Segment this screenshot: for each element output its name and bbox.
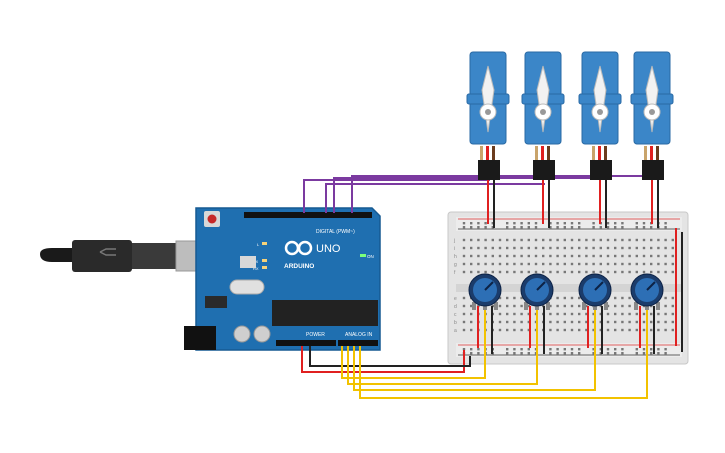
arduino-model: UNO [316, 243, 341, 255]
servo-connector [642, 146, 664, 180]
crystal [229, 279, 265, 295]
signal-wire-2 [325, 183, 545, 213]
servo-motor [521, 51, 565, 180]
row-letter: g [454, 262, 457, 268]
capacitor-2 [253, 325, 271, 343]
row-letter: a [454, 328, 457, 334]
row-letter: c [454, 312, 457, 318]
servo-connector [533, 146, 555, 180]
signal-wire-4 [351, 175, 648, 213]
analog-wire-a0 [341, 306, 486, 379]
analog-header [338, 340, 378, 346]
power-label: POWER [306, 332, 325, 338]
servo-motor [578, 51, 622, 180]
row-letter: j [453, 238, 455, 244]
signal-wire-3 [333, 177, 600, 213]
row-letter: f [454, 270, 456, 276]
row-letter: i [454, 246, 455, 252]
potentiometer[interactable] [468, 273, 502, 310]
analog-wire-a3 [359, 306, 648, 399]
row-letter: d [454, 304, 457, 310]
digital-header [244, 212, 372, 218]
potentiometer[interactable] [630, 273, 664, 310]
analog-wire-a1 [347, 306, 538, 385]
gnd-wire [309, 346, 471, 367]
power-jack [184, 326, 216, 350]
l-label: L [257, 242, 260, 247]
row-letter: h [454, 254, 457, 260]
analog-label: ANALOG IN [345, 332, 373, 338]
servo-connector [590, 146, 612, 180]
signal-wire-1 [303, 179, 490, 213]
5v-wire [301, 346, 465, 373]
regulator [205, 296, 227, 308]
row-letter: b [454, 320, 457, 326]
servo-motor [466, 51, 510, 180]
potentiometer[interactable] [520, 273, 554, 310]
power-header [276, 340, 336, 346]
servo-motor [630, 51, 674, 180]
servo-connector [478, 146, 500, 180]
row-letter: e [454, 296, 457, 302]
small-chip [240, 256, 256, 268]
capacitor-1 [233, 325, 251, 343]
rx-label: RX [253, 266, 259, 271]
wires [301, 175, 683, 399]
arduino-board: ARDUINO UNO DIGITAL (PWM~) POWER ANALOG … [184, 207, 381, 351]
analog-wire-a2 [353, 306, 596, 391]
usb-cable [40, 240, 199, 272]
atmega-chip [272, 300, 378, 326]
potentiometer[interactable] [578, 273, 612, 310]
arduino-logo: ARDUINO UNO [284, 240, 341, 270]
arduino-brand: ARDUINO [284, 263, 314, 270]
digital-label: DIGITAL (PWM~) [316, 229, 355, 235]
on-label: ON [367, 254, 374, 259]
